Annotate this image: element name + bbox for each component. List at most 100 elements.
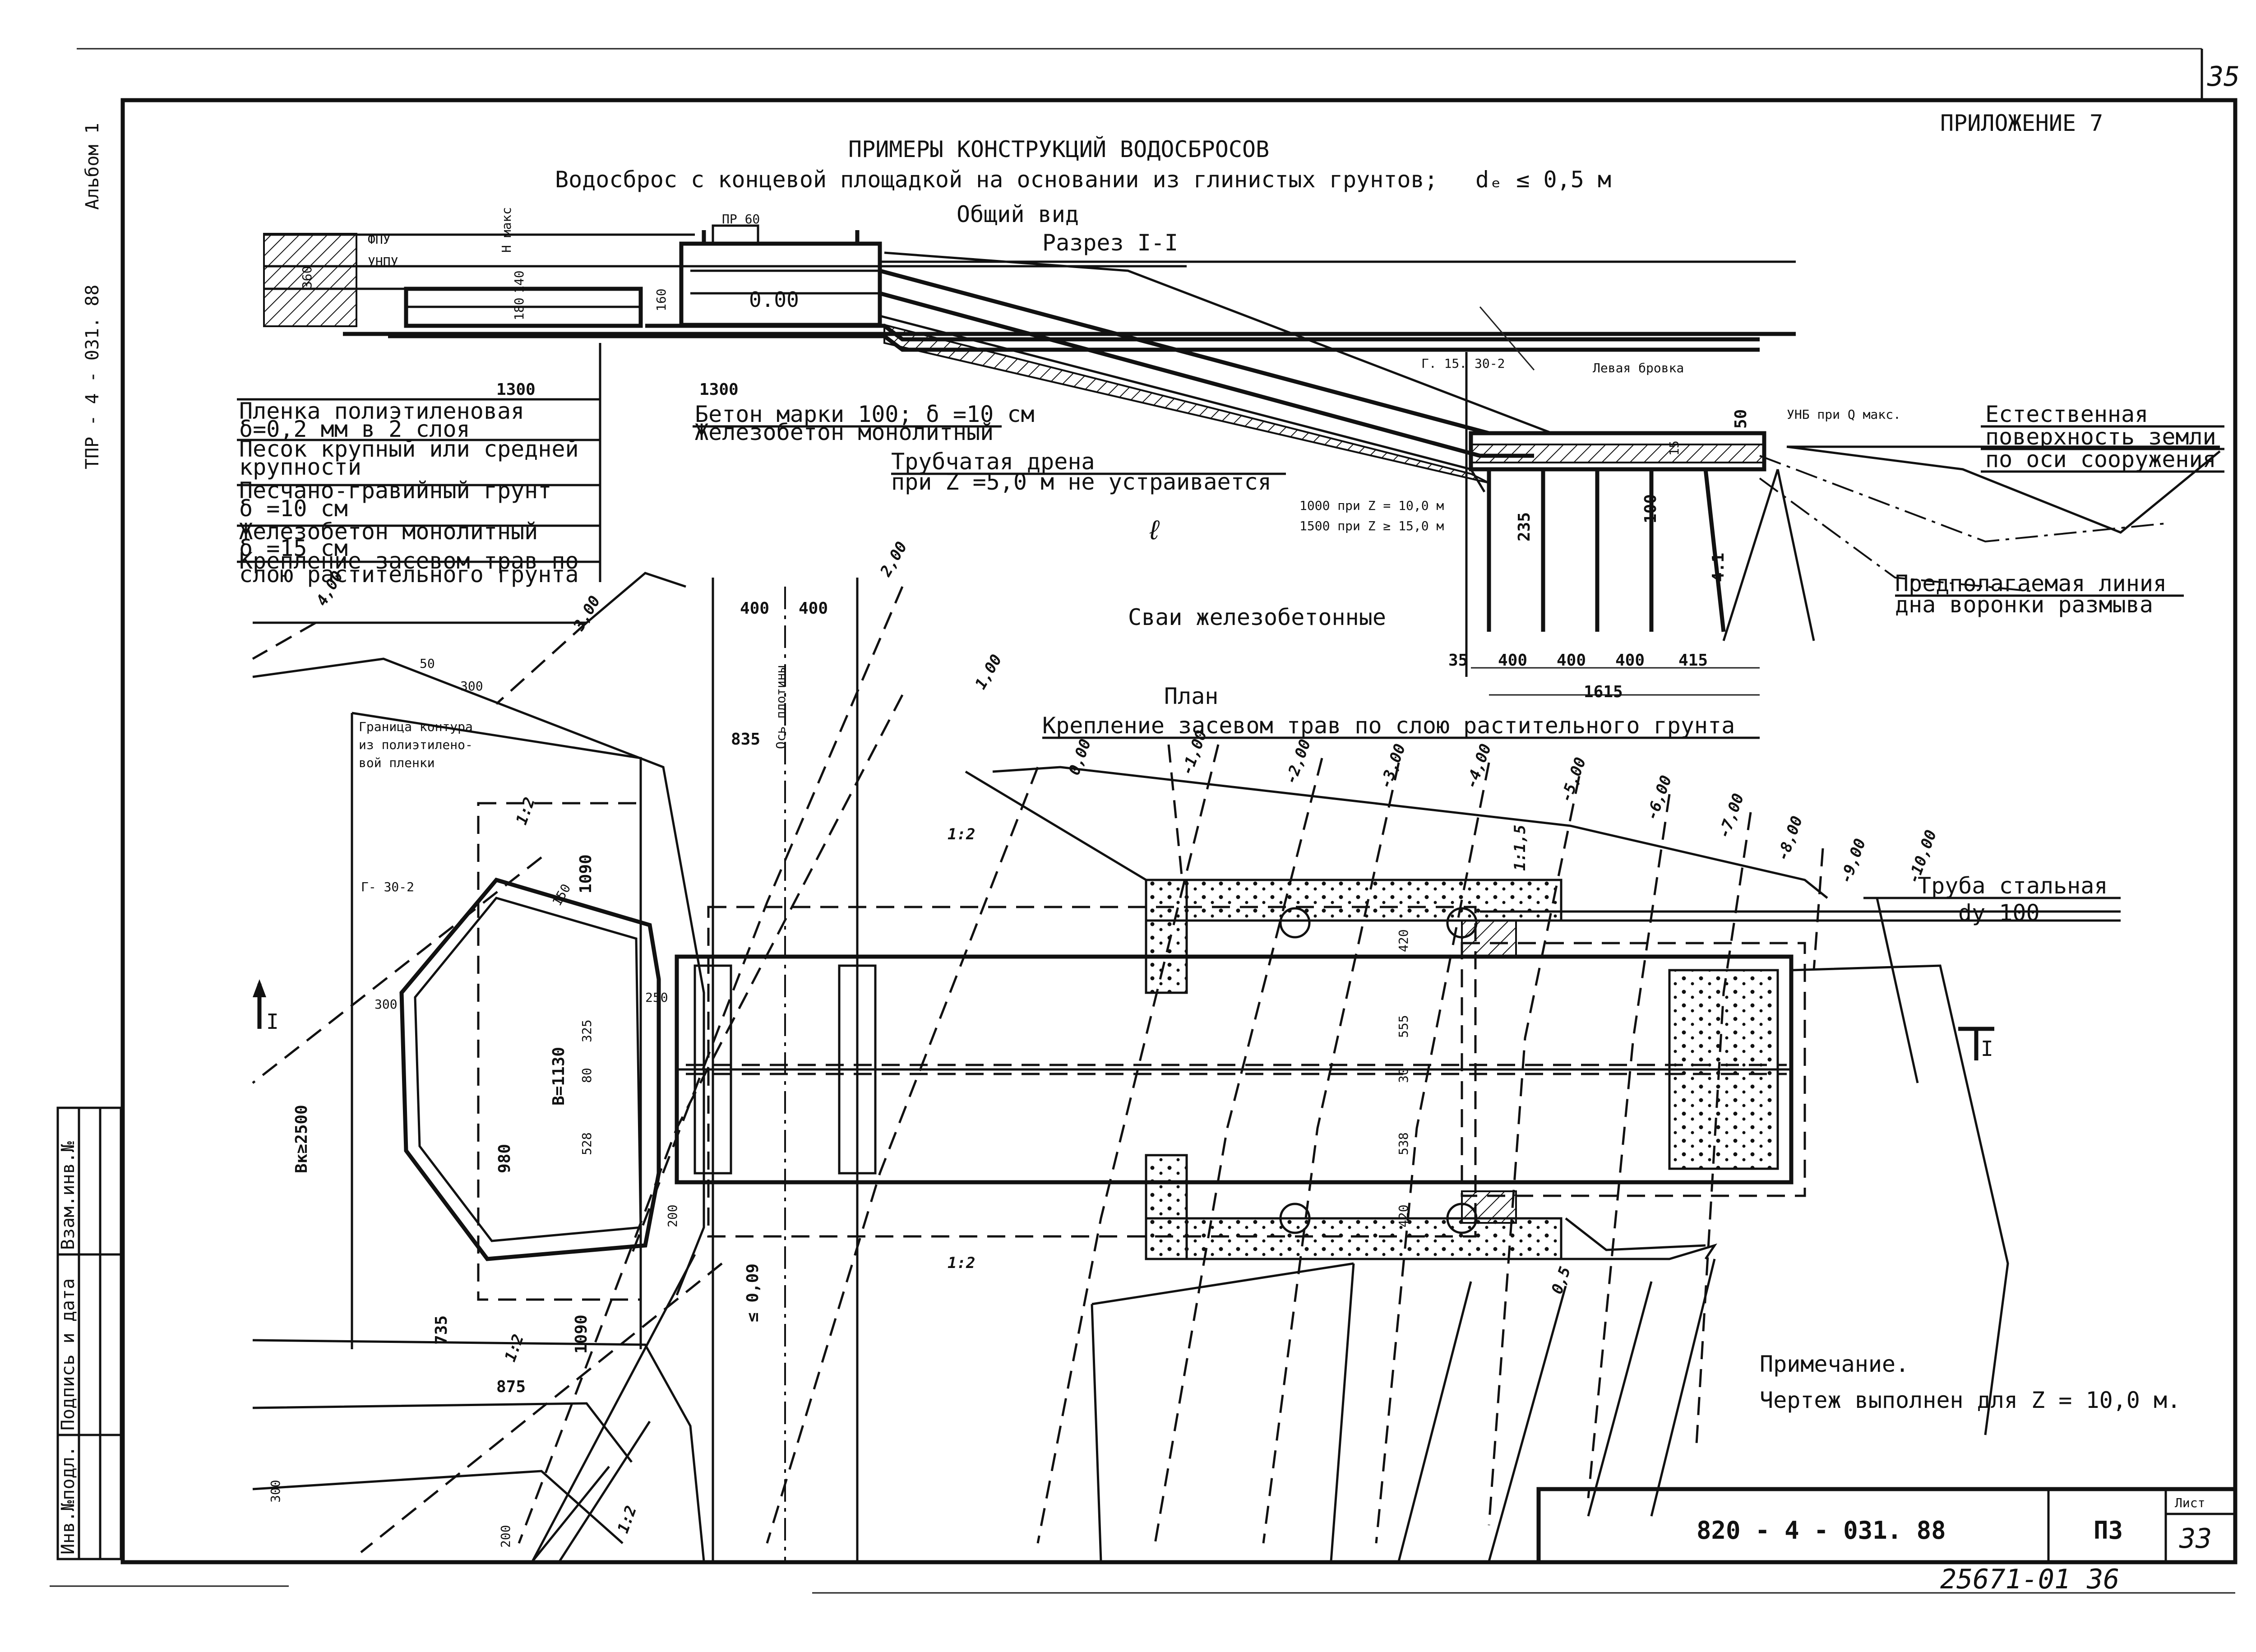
dim-ratio-41: 4:1 bbox=[1709, 553, 1728, 582]
dim-30: 30 bbox=[1396, 1068, 1411, 1083]
dim-300-c: 300 bbox=[268, 1480, 283, 1503]
dim-150: 150 bbox=[549, 881, 573, 908]
elev-5: -5,00 bbox=[1557, 755, 1590, 805]
side-cell-inv: Инв.№подл. bbox=[58, 1446, 79, 1555]
svg-text:I: I bbox=[1981, 1037, 1993, 1061]
dim-1090-b: 1090 bbox=[572, 1314, 591, 1354]
album-label: Альбом 1 bbox=[82, 123, 103, 210]
svg-text:I: I bbox=[266, 1009, 279, 1034]
dim-400-b: 400 bbox=[1557, 651, 1586, 670]
dim-555: 555 bbox=[1396, 1015, 1411, 1038]
side-labels: Альбом 1 ТПР - 4 - 031. 88 Инв.№подл. По… bbox=[56, 123, 122, 1560]
stamp-code: 820 - 4 - 031. 88 bbox=[1697, 1516, 1946, 1545]
dim-400-a: 400 bbox=[1498, 651, 1527, 670]
sheet-frame bbox=[50, 48, 2238, 1594]
label-fpu: ФПУ bbox=[368, 232, 391, 247]
project-label: ТПР - 4 - 031. 88 bbox=[82, 285, 103, 469]
dim-100: 100 bbox=[1641, 494, 1660, 523]
legend-line-7: δ =15 см bbox=[239, 535, 348, 561]
callout-drain-1: Трубчатая дрена bbox=[891, 449, 1095, 475]
material-legend: Пленка полиэтиленовая δ=0,2 мм в 2 слоя … bbox=[237, 343, 601, 588]
label-hmax: H макс bbox=[499, 207, 514, 253]
dim-400-top-2: 400 bbox=[799, 599, 828, 618]
dim-528: 528 bbox=[579, 1132, 594, 1155]
dim-bk2500: Bк≥2500 bbox=[292, 1105, 311, 1173]
dim-420-b: 420 bbox=[1396, 1204, 1411, 1227]
slope-1-2-a: 1:2 bbox=[513, 795, 539, 827]
legend-line-2: Песок крупный или средней bbox=[239, 436, 579, 462]
slope-1-15: 1:1,5 bbox=[1511, 825, 1529, 871]
plan-grass-label: Крепление засевом трав по слою раститель… bbox=[1042, 713, 1735, 739]
label-unpu: УНПУ bbox=[368, 255, 398, 269]
subtitle-condition: dₑ ≤ 0,5 м bbox=[1475, 167, 1611, 193]
dim-140: 140 bbox=[512, 270, 527, 293]
slope-1-2-e: 1:2 bbox=[614, 1504, 641, 1536]
dim-209: ≤ 0,09 bbox=[744, 1263, 762, 1322]
side-cell-sign: Подпись и дата bbox=[58, 1278, 79, 1430]
side-cell-replace: Взам.инв.№ bbox=[58, 1141, 79, 1250]
slope-2: 2,00 bbox=[877, 539, 911, 580]
slope-1: 1,00 bbox=[971, 652, 1006, 693]
dim-835: 835 bbox=[731, 730, 760, 749]
callout-pipe-2: dу 100 bbox=[1958, 900, 2040, 926]
stamp-sheet: 33 bbox=[2179, 1523, 2212, 1555]
dim-980: 980 bbox=[495, 1144, 514, 1173]
elev-2: -2,00 bbox=[1282, 737, 1315, 787]
stamp-sheet-label: Лист bbox=[2175, 1495, 2205, 1510]
slope-05: 0,5 bbox=[1548, 1264, 1575, 1296]
dim-360: 360 bbox=[300, 266, 314, 289]
dim-400-c: 400 bbox=[1615, 651, 1645, 670]
handwritten-number: 25671-01 36 bbox=[1940, 1564, 2119, 1595]
legend-line-9: слою растительного грунта bbox=[239, 561, 579, 588]
dim-420-a: 420 bbox=[1396, 929, 1411, 952]
legend-line-4: Песчано-гравийный грунт bbox=[239, 477, 551, 504]
callout-pipe-1: Труба стальная bbox=[1918, 873, 2108, 899]
dim-300: 300 bbox=[460, 679, 483, 694]
elev-7: -7,00 bbox=[1715, 791, 1748, 841]
legend-line-1: δ=0,2 мм в 2 слоя bbox=[239, 416, 470, 442]
slope-1-2-b: 1:2 bbox=[948, 825, 975, 843]
plan-title: План bbox=[1164, 683, 1218, 709]
dim-50-sec: 50 bbox=[1732, 409, 1750, 429]
plan-view bbox=[252, 572, 2121, 1562]
slope-1-2-d: 1:2 bbox=[501, 1332, 528, 1364]
label-l: ℓ bbox=[1146, 514, 1162, 546]
dam-axis-label: Ось плотины bbox=[773, 666, 788, 749]
callout-scour-1: Предполагаемая линия bbox=[1895, 570, 2167, 597]
dim-180: 180 bbox=[512, 297, 527, 320]
note-title: Примечание. bbox=[1760, 1351, 1909, 1377]
elev-8: -8,00 bbox=[1774, 814, 1807, 863]
dim-875: 875 bbox=[496, 1378, 526, 1396]
film-boundary-1: Граница контура bbox=[359, 719, 473, 734]
dim-1300-a: 1300 bbox=[496, 380, 536, 399]
dim-250: 250 bbox=[645, 990, 668, 1005]
elev-9: -9,00 bbox=[1837, 836, 1870, 886]
callout-concrete-2: Железобетон монолитный bbox=[695, 419, 994, 445]
film-boundary-2: из полиэтилено- bbox=[359, 737, 473, 752]
label-drain-2: 1500 при Z ≥ 15,0 м bbox=[1299, 518, 1444, 533]
dim-160: 160 bbox=[654, 288, 669, 311]
dim-735: 735 bbox=[432, 1315, 451, 1345]
dim-235: 235 bbox=[1515, 512, 1534, 541]
callout-concrete-1: Бетон марки 100; δ =10 см bbox=[695, 401, 1035, 427]
general-view-label: Общий вид bbox=[957, 201, 1079, 227]
dim-15: 15 bbox=[1667, 440, 1682, 456]
section-view bbox=[263, 224, 2221, 696]
drawing-subtitle: Водосброс с концевой площадкой на основа… bbox=[555, 167, 1438, 193]
section-mark-left: I bbox=[253, 979, 279, 1034]
dim-200: 200 bbox=[665, 1204, 680, 1227]
legend-line-8: Крепление засевом трав по bbox=[239, 548, 579, 574]
dim-200-c: 200 bbox=[498, 1525, 513, 1548]
label-unb: УНБ при Q макс. bbox=[1787, 407, 1901, 422]
label-r-ref: Г. 15. 30-2 bbox=[1421, 356, 1505, 371]
callout-ground-3: по оси сооружения bbox=[1985, 446, 2216, 472]
section-mark-right: I bbox=[1958, 1027, 1994, 1061]
label-left-edge: Левая бровка bbox=[1593, 361, 1684, 375]
elev-4: -4,00 bbox=[1462, 741, 1495, 791]
sheet-number-top: 35 bbox=[2207, 61, 2240, 93]
film-boundary-3: вой пленки bbox=[359, 755, 435, 770]
slope-1-2-c: 1:2 bbox=[948, 1254, 975, 1272]
dim-80: 80 bbox=[579, 1068, 594, 1083]
dim-1090-a: 1090 bbox=[577, 854, 595, 893]
